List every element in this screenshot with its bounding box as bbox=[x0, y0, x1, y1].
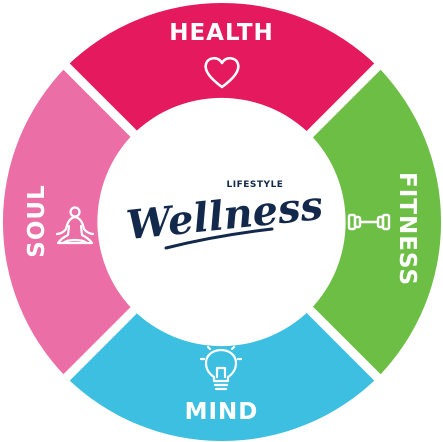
segment-health[interactable] bbox=[66, 2, 378, 135]
logo-swoosh bbox=[164, 227, 274, 250]
lightbulb-icon bbox=[199, 340, 243, 391]
label-health[interactable]: HEALTH bbox=[169, 20, 274, 46]
label-mind[interactable]: MIND bbox=[185, 399, 259, 425]
label-fitness[interactable]: FITNESS bbox=[394, 172, 420, 286]
meditation-icon bbox=[55, 206, 95, 245]
heart-icon bbox=[204, 56, 240, 89]
center-circle bbox=[101, 101, 342, 341]
segment-mind[interactable] bbox=[66, 309, 378, 442]
logo-subtitle: LIFESTYLE bbox=[227, 180, 284, 190]
dumbbell-icon bbox=[347, 213, 391, 231]
label-soul[interactable]: SOUL bbox=[24, 184, 50, 257]
segment-separators bbox=[54, 54, 390, 390]
